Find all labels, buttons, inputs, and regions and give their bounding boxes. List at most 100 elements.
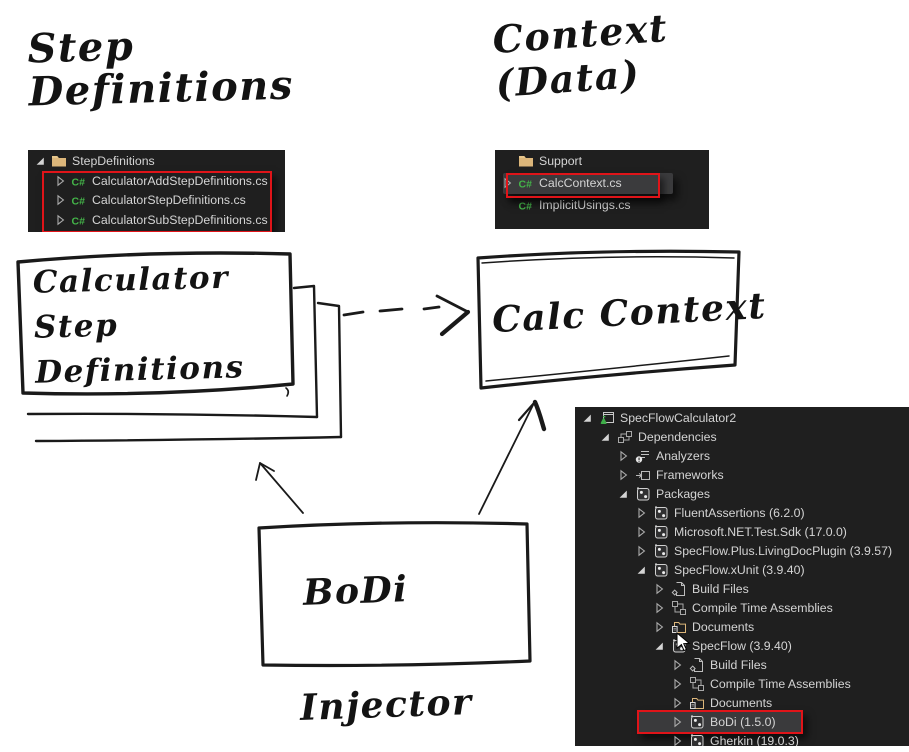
arrow-bodi-to-steps — [259, 462, 304, 514]
expander-collapsed-icon[interactable] — [52, 212, 68, 228]
expander-collapsed-icon[interactable] — [669, 657, 685, 673]
tree-row-label: Microsoft.NET.Test.Sdk (17.0.0) — [674, 524, 847, 539]
expander-collapsed-icon[interactable] — [651, 619, 667, 635]
dashed-arrow-dash-1 — [342, 310, 365, 317]
tree-row[interactable]: SpecFlow (3.9.40) — [575, 636, 909, 655]
tree-row[interactable]: Compile Time Assemblies — [575, 598, 909, 617]
sketch-stack-card-2 — [292, 284, 319, 419]
expander-collapsed-icon[interactable] — [669, 733, 685, 747]
tree-row[interactable]: Documents — [575, 617, 909, 636]
calccontext-box-label: Calc Context — [491, 284, 768, 342]
dashed-arrow-dash-3 — [422, 305, 441, 311]
sketch-calculator-box-curl — [285, 387, 290, 397]
tree-row-label: BoDi (1.5.0) — [710, 714, 776, 729]
expander-collapsed-icon[interactable] — [52, 192, 68, 208]
expander-expanded-icon[interactable] — [579, 410, 595, 426]
tree-row[interactable]: SpecFlow.Plus.LivingDocPlugin (3.9.57) — [575, 541, 909, 560]
tree-row-label: SpecFlow.Plus.LivingDocPlugin (3.9.57) — [674, 543, 893, 558]
tree-row-label: ImplicitUsings.cs — [539, 198, 631, 212]
tree-row[interactable]: Build Files — [575, 579, 909, 598]
expander-expanded-icon[interactable] — [651, 638, 667, 654]
annotation-line: Definitions — [27, 61, 295, 116]
csharp-icon: C# — [518, 197, 534, 213]
bodi-box-label: BoDi — [302, 568, 410, 614]
expander-collapsed-icon[interactable] — [52, 173, 68, 189]
tree-row[interactable]: Gherkin (19.0.3) — [575, 731, 909, 746]
tree-row[interactable]: Compile Time Assemblies — [575, 674, 909, 693]
tree-row-label: Documents — [692, 619, 755, 634]
tree-row[interactable]: StepDefinitions — [28, 152, 285, 172]
tree-row[interactable]: Documents — [575, 693, 909, 712]
tree-row[interactable]: C# ImplicitUsings.cs — [495, 194, 709, 216]
tree-row[interactable]: Build Files — [575, 655, 909, 674]
expander-collapsed-icon[interactable] — [669, 676, 685, 692]
svg-text:C#: C# — [72, 215, 86, 227]
documents-icon — [689, 695, 705, 711]
annotation-line: Calculator — [32, 259, 230, 301]
arrow-bodi-to-context-head-left — [517, 401, 536, 422]
tree-row[interactable]: SpecFlowCalculator2 — [575, 408, 909, 427]
tree-row[interactable]: C# CalculatorAddStepDefinitions.cs — [28, 171, 285, 191]
expander-collapsed-icon[interactable] — [633, 524, 649, 540]
expander-collapsed-icon[interactable] — [633, 543, 649, 559]
expander-collapsed-icon[interactable] — [669, 714, 685, 730]
tree-row-label: CalculatorAddStepDefinitions.cs — [92, 173, 268, 188]
arrow-bodi-to-context-head-right — [532, 399, 547, 432]
mouse-cursor-icon — [676, 632, 691, 652]
arrow-bodi-to-steps-head — [255, 462, 275, 481]
tree-row[interactable]: Microsoft.NET.Test.Sdk (17.0.0) — [575, 522, 909, 541]
step-definitions-annotation: Step Definitions — [26, 21, 295, 116]
tree-row-label: SpecFlow (3.9.40) — [692, 638, 792, 653]
tree-row[interactable]: BoDi (1.5.0) — [575, 712, 909, 731]
expander-collapsed-icon[interactable] — [669, 695, 685, 711]
tree-row-label: Compile Time Assemblies — [692, 600, 833, 615]
tree-row-label: Support — [539, 154, 583, 168]
tree-row[interactable]: Support — [495, 150, 709, 172]
expander-collapsed-icon[interactable] — [633, 505, 649, 521]
sketch-stack-card-3-bottom — [34, 435, 343, 443]
expander-expanded-icon[interactable] — [615, 486, 631, 502]
package-icon — [653, 543, 669, 559]
expander-collapsed-icon[interactable] — [651, 600, 667, 616]
tree-row-label: CalculatorStepDefinitions.cs — [92, 193, 246, 208]
folder-icon — [518, 153, 534, 169]
tree-row[interactable]: SpecFlow.xUnit (3.9.40) — [575, 560, 909, 579]
package-icon — [653, 524, 669, 540]
tree-row-label: Compile Time Assemblies — [710, 676, 851, 691]
tree-row[interactable]: Analyzers — [575, 446, 909, 465]
tree-row-label: Build Files — [692, 581, 749, 596]
test-project-icon — [599, 410, 615, 426]
expander-collapsed-icon[interactable] — [615, 467, 631, 483]
calculator-box-label: Calculator Step Definitions — [32, 255, 245, 395]
tree-row[interactable]: C# CalcContext.cs — [495, 172, 709, 194]
expander-expanded-icon[interactable] — [597, 429, 613, 445]
tree-row-label: Gherkin (19.0.3) — [710, 733, 799, 747]
tree-row[interactable]: Dependencies — [575, 427, 909, 446]
tree-row[interactable]: C# CalculatorStepDefinitions.cs — [28, 191, 285, 211]
package-icon — [689, 733, 705, 746]
tree-row[interactable]: C# CalculatorSubStepDefinitions.cs — [28, 210, 285, 230]
tree-row-label: CalcContext.cs — [539, 176, 622, 190]
expander-collapsed-icon[interactable] — [651, 581, 667, 597]
expander-collapsed-icon[interactable] — [499, 175, 515, 191]
dependencies-icon — [617, 429, 633, 445]
annotation-line: Step — [26, 22, 135, 73]
svg-text:C#: C# — [519, 179, 533, 191]
tree-row[interactable]: Frameworks — [575, 465, 909, 484]
folder-icon — [51, 153, 67, 169]
expander-expanded-icon[interactable] — [633, 562, 649, 578]
svg-text:C#: C# — [72, 176, 86, 188]
bodi-annotation-red-box — [637, 710, 803, 734]
assemblies-icon — [671, 600, 687, 616]
tree-row-label: Dependencies — [638, 429, 717, 444]
expander-collapsed-icon[interactable] — [615, 448, 631, 464]
build-files-icon — [671, 581, 687, 597]
tree-row-label: CalculatorSubStepDefinitions.cs — [92, 212, 268, 227]
tree-row[interactable]: Packages — [575, 484, 909, 503]
csharp-icon: C# — [71, 192, 87, 208]
sketch-calccontext-box-bottomline — [485, 355, 730, 382]
tree-row[interactable]: FluentAssertions (6.2.0) — [575, 503, 909, 522]
expander-expanded-icon[interactable] — [32, 153, 48, 169]
